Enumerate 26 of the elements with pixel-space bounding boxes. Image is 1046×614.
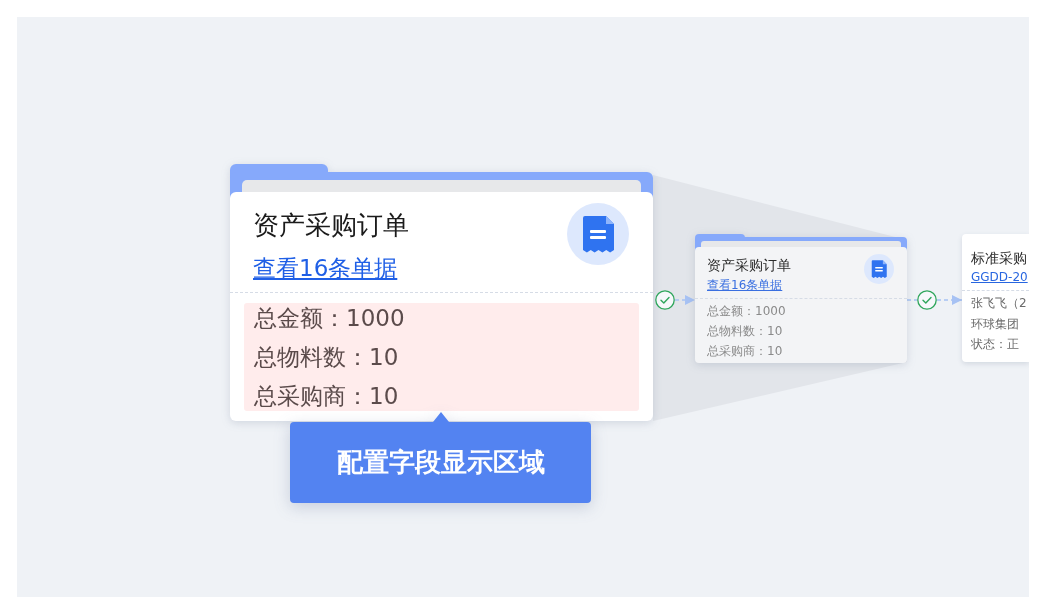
dashed-connector-line — [906, 299, 918, 301]
record-link: 查看16条单据 — [707, 277, 783, 293]
summary-text: 总金额：1000 — [707, 303, 786, 320]
document-card — [695, 234, 907, 363]
check-circle-icon — [655, 290, 675, 310]
summary-text: 总物料数：10 — [707, 323, 783, 340]
record-link: GGDD-20 — [971, 269, 1028, 285]
summary-text: 总物料数：10 — [254, 343, 399, 371]
card-title: 资产采购订单 — [707, 256, 791, 274]
card-title: 资产采购订单 — [253, 209, 409, 241]
summary-text: 总采购商：10 — [707, 343, 783, 360]
highlighted-field-area — [244, 303, 639, 411]
summary-text: 总金额：1000 — [254, 304, 405, 332]
order-card — [962, 234, 1029, 362]
summary-text: 环球集团 — [971, 315, 1019, 333]
check-circle-icon — [917, 290, 937, 310]
summary-text: 张飞飞（2 — [971, 295, 1027, 312]
dashed-arrow — [674, 295, 696, 305]
dashed-arrow — [936, 295, 963, 305]
document-card — [230, 164, 653, 421]
summary-text: 总采购商：10 — [254, 382, 399, 410]
tooltip-text: 配置字段显示区域 — [337, 446, 545, 479]
record-link: 查看16条单据 — [253, 254, 398, 283]
tooltip-callout — [290, 412, 591, 503]
card-title: 标准采购 — [971, 249, 1027, 267]
summary-text: 状态：正 — [971, 336, 1019, 353]
